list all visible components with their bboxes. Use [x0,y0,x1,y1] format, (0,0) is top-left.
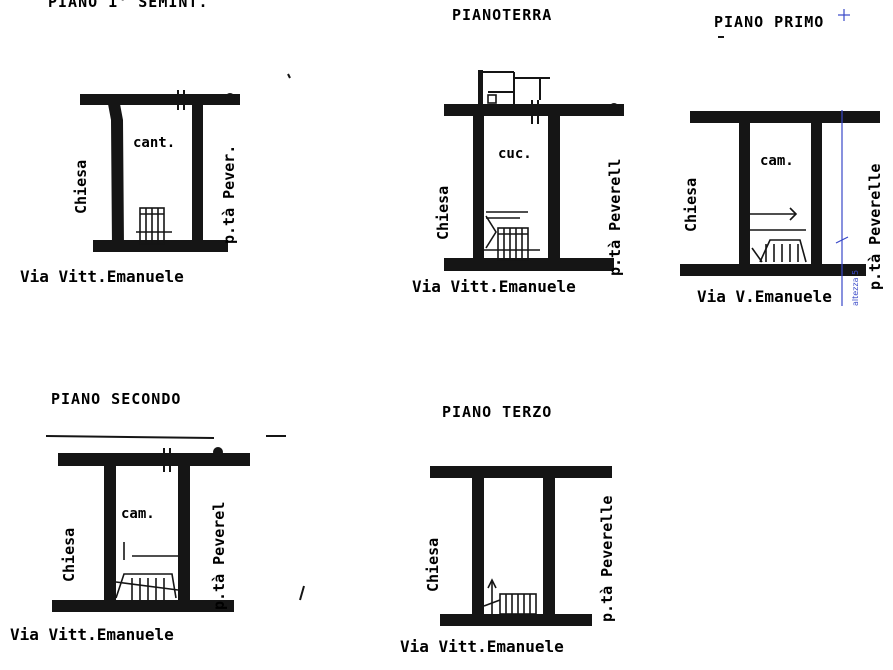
room-label: cuc. [498,146,532,162]
north-wall [80,94,240,105]
east-wall [548,114,560,268]
staircase [115,542,179,600]
north-wall [430,466,612,478]
street-label: Via V.Emanuele [697,287,832,306]
stair-tower [478,70,550,110]
west-wall [472,476,484,622]
street-label: Via Vitt.Emanuele [400,637,564,656]
north-wall [58,453,250,466]
south-wall [444,258,614,271]
street-label: Via Vitt.Emanuele [20,267,184,286]
plan-piano-primo: PIANO PRIMO altezza 5 cam. Chiesa p.tà [680,9,884,306]
plan-title: PIANOTERRA [452,6,552,24]
plan-title: PIANO SECONDO [51,390,181,408]
side-label-right: p.tà Peverelle [598,496,616,622]
street-label: Via Vitt.Emanuele [412,277,576,296]
plan-piano-1-semint: PIANO 1° SEMINT. cant. Chiesa p.tà Pever… [20,0,240,286]
south-wall [52,600,234,612]
staircase [483,578,537,615]
staircase [136,207,172,245]
west-wall [739,121,750,271]
staircase [480,211,540,261]
corner-mark [609,103,619,113]
side-label-left: Chiesa [682,178,700,232]
corner-mark [225,93,235,103]
south-wall [680,264,866,276]
west-wall [108,104,124,248]
plan-piano-terzo: PIANO TERZO Chiesa p.tà Peverelle Via Vi… [400,403,616,656]
west-wall [104,464,116,610]
side-label-left: Chiesa [434,186,452,240]
side-label-right: p.tà Peverell [606,159,624,276]
staircase [750,207,807,263]
annotation-text: altezza 5 [851,270,860,306]
north-wall [444,104,624,116]
west-wall [473,114,484,264]
east-wall [178,464,190,610]
north-wall [690,111,880,123]
east-wall [192,104,203,250]
room-label: cam. [121,506,155,522]
east-wall [811,121,822,271]
corner-mark [213,447,223,457]
side-label-left: Chiesa [72,160,90,214]
height-annotation: altezza 5 [835,9,860,306]
side-label-right: p.tà Peverelle [866,164,884,290]
east-wall [543,476,555,622]
side-label-right: p.tà Peverel [210,502,228,610]
scan-specks [266,36,724,601]
plan-title: PIANO 1° SEMINT. [48,0,209,11]
plan-piano-secondo: PIANO SECONDO cam. Chiesa p.tà Peverel V… [10,390,250,644]
room-label: cant. [133,135,175,151]
plan-title: PIANO PRIMO [714,13,824,31]
plan-title: PIANO TERZO [442,403,552,421]
south-wall [93,240,228,252]
south-wall [440,614,592,626]
plan-pianoterra: PIANOTERRA cuc. [412,6,624,296]
room-label: cam. [760,153,794,169]
side-label-right: p.tà Pever. [220,145,238,244]
street-label: Via Vitt.Emanuele [10,625,174,644]
side-label-left: Chiesa [424,538,442,592]
side-label-left: Chiesa [60,528,78,582]
